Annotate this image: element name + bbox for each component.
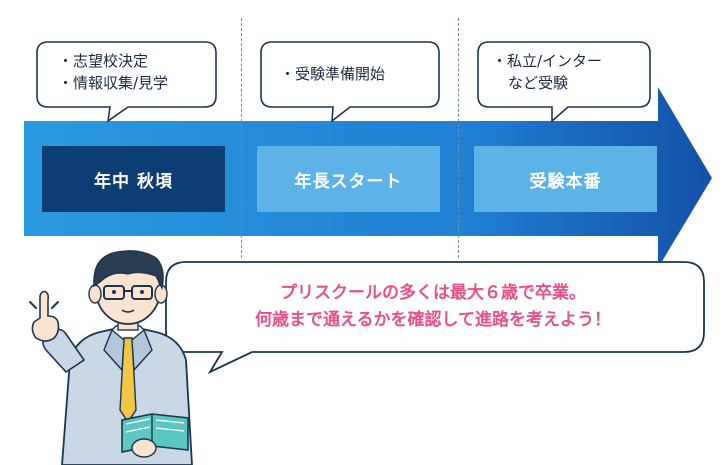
bubble-1-line-1: ・志望校決定 bbox=[58, 52, 149, 70]
bubble-2-text: ・受験準備開始 bbox=[280, 63, 385, 85]
main-message: プリスクールの多くは最大６歳で卒業。 何歳まで通えるかを確認して進路を考えよう！ bbox=[168, 280, 698, 334]
speech-bubble-1 bbox=[36, 41, 217, 123]
bubble-3-line-2: など受験 bbox=[508, 74, 569, 92]
main-message-line-2: 何歳まで通えるかを確認して進路を考えよう！ bbox=[255, 310, 611, 330]
bubble-3-text: ・私立/インター など受験 bbox=[492, 50, 602, 94]
message-bubble bbox=[165, 261, 705, 375]
glasses-icon bbox=[103, 285, 153, 300]
bubble-3-line-1: ・私立/インター bbox=[492, 52, 603, 70]
stage-label-3: 受験本番 bbox=[529, 171, 602, 192]
stage-label-1: 年中 秋頃 bbox=[94, 171, 173, 192]
hair bbox=[93, 250, 164, 291]
stage-box-2: 年長スタート bbox=[257, 146, 440, 212]
bubble-2-line-1: ・受験準備開始 bbox=[280, 65, 386, 83]
timeline-divider-2 bbox=[458, 18, 459, 258]
stage-box-1: 年中 秋頃 bbox=[42, 146, 225, 212]
raised-hand bbox=[31, 290, 60, 342]
stage-box-3: 受験本番 bbox=[474, 146, 657, 212]
main-message-line-1: プリスクールの多くは最大６歳で卒業。 bbox=[280, 283, 586, 303]
speech-bubble-3 bbox=[477, 41, 651, 123]
bubble-1-text: ・志望校決定 ・情報収集/見学 bbox=[58, 50, 168, 94]
speech-bubble-2 bbox=[260, 41, 440, 123]
timeline-divider-1 bbox=[241, 18, 242, 258]
tie bbox=[119, 337, 137, 424]
stage-label-2: 年長スタート bbox=[294, 171, 403, 192]
bubble-1-line-2: ・情報収集/見学 bbox=[58, 74, 169, 92]
